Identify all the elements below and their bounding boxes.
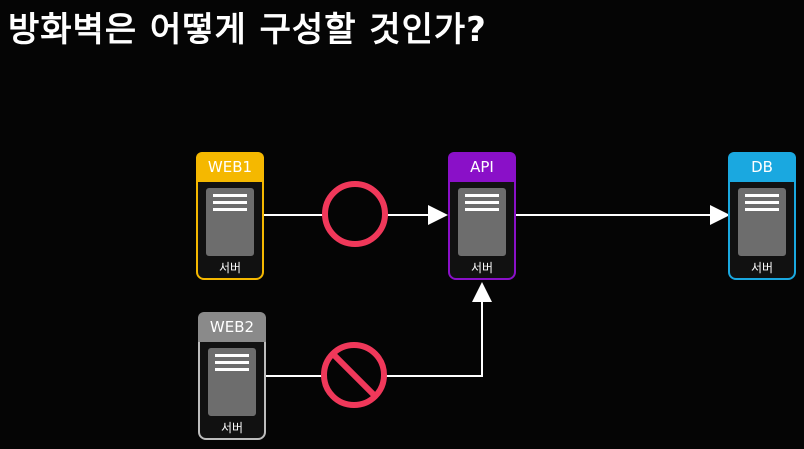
- api-label: API: [448, 152, 516, 182]
- web1-server-node: WEB1 서버: [196, 152, 264, 280]
- web2-sublabel: 서버: [220, 421, 244, 435]
- server-icon: [206, 188, 254, 256]
- db-sublabel: 서버: [750, 261, 774, 275]
- server-icon: [738, 188, 786, 256]
- server-icon: [208, 348, 256, 416]
- page-title: 방화벽은 어떻게 구성할 것인가?: [8, 10, 487, 50]
- web2-label: WEB2: [198, 312, 266, 342]
- api-server-node: API 서버: [448, 152, 516, 280]
- server-icon: [458, 188, 506, 256]
- db-label: DB: [728, 152, 796, 182]
- web2-server-node: WEB2 서버: [198, 312, 266, 440]
- prohibited-icon: [321, 342, 387, 408]
- web1-label: WEB1: [196, 152, 264, 182]
- allowed-circle-icon: [322, 181, 388, 247]
- db-server-node: DB 서버: [728, 152, 796, 280]
- api-sublabel: 서버: [470, 261, 494, 275]
- web1-sublabel: 서버: [218, 261, 242, 275]
